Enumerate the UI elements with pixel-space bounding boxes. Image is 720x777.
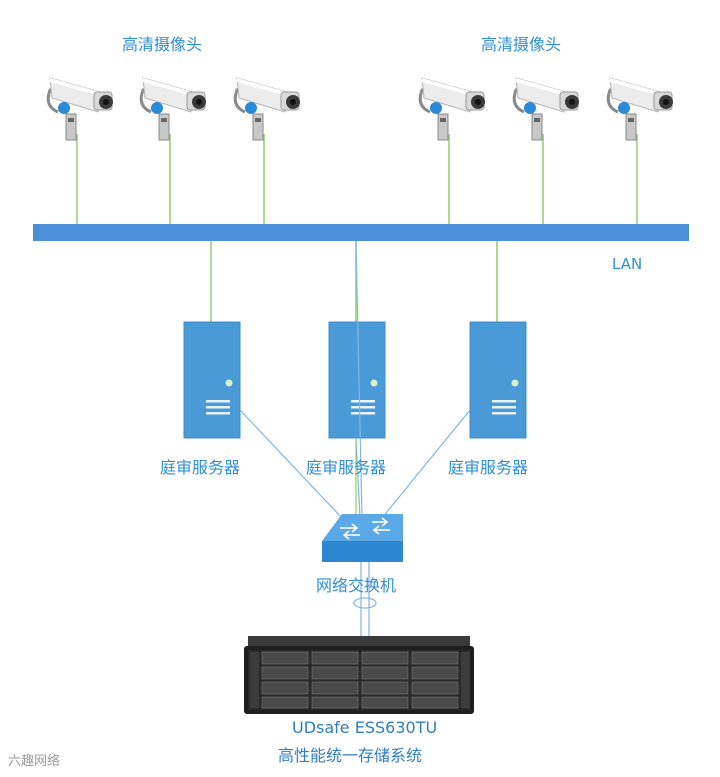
- camera-group-label-left: 高清摄像头: [122, 35, 203, 54]
- camera-icon: [233, 76, 302, 142]
- switch-label: 网络交换机: [316, 576, 397, 595]
- server-switch-links: [239, 240, 471, 519]
- camera-group-label-right: 高清摄像头: [481, 35, 562, 54]
- camera-icon: [46, 76, 115, 142]
- camera-group-left: [46, 76, 302, 142]
- server-icon: [183, 321, 241, 439]
- storage-model-label: UDsafe ESS630TU: [292, 718, 438, 737]
- storage-description-label: 高性能统一存储系统: [278, 746, 423, 765]
- switch-storage-link: [353, 562, 377, 636]
- storage-array-icon: [244, 636, 474, 714]
- camera-icon: [606, 76, 675, 142]
- server-icon: [328, 321, 386, 439]
- camera-group-right: [418, 76, 675, 142]
- server-label: 庭审服务器: [448, 458, 529, 477]
- camera-uplinks: [76, 134, 638, 224]
- watermark: 六趣网络: [8, 754, 61, 769]
- server-label: 庭审服务器: [160, 458, 241, 477]
- camera-icon: [512, 76, 581, 142]
- camera-icon: [418, 76, 487, 142]
- camera-icon: [139, 76, 208, 142]
- switch-icon: [322, 514, 403, 562]
- lan-label: LAN: [612, 255, 643, 273]
- lan-bus: [33, 224, 689, 241]
- server-label: 庭审服务器: [306, 458, 387, 477]
- server-icon: [469, 321, 527, 439]
